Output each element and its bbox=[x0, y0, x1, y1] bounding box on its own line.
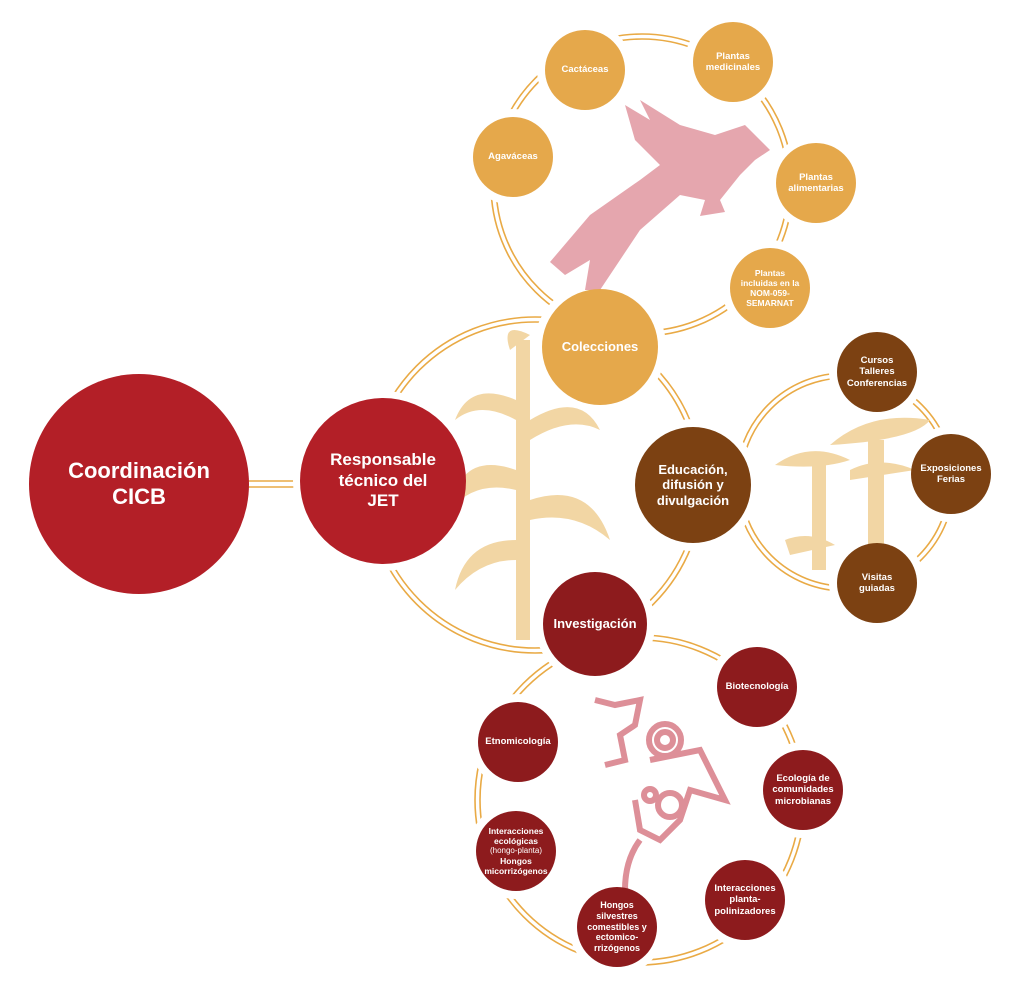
node-plantas-alimentarias: Plantas alimentarias bbox=[776, 143, 856, 223]
node-ecologia-microbiana: Ecología de comunidades microbianas bbox=[763, 750, 843, 830]
node-interacciones-ecologicas: Interacciones ecológicas (hongo-planta) … bbox=[476, 811, 556, 891]
node-label: Coordinación CICB bbox=[68, 457, 210, 509]
node-label: Investigación bbox=[553, 616, 637, 632]
node-label: Cactáceas bbox=[561, 64, 609, 76]
maize-illustration bbox=[450, 330, 610, 640]
node-interacciones-polinizadores: Interacciones planta- polinizadores bbox=[705, 860, 785, 940]
node-biotecnologia: Biotecnología bbox=[717, 647, 797, 727]
node-agavaceas: Agaváceas bbox=[473, 117, 553, 197]
node-label: Responsable técnico del JET bbox=[330, 450, 436, 511]
node-plantas-nom059: Plantas incluidas en la NOM-059- SEMARNA… bbox=[730, 248, 810, 328]
node-responsable-tecnico: Responsable técnico del JET bbox=[300, 398, 466, 564]
mushroom-illustration bbox=[775, 417, 930, 570]
node-label: Ecología de comunidades microbianas bbox=[772, 772, 834, 807]
node-coordinacion-cicb: Coordinación CICB bbox=[29, 374, 249, 594]
node-label: Etnomicología bbox=[485, 736, 551, 748]
node-note: (hongo-planta) bbox=[489, 846, 543, 856]
node-etnomicologia: Etnomicología bbox=[478, 702, 558, 782]
node-label: Plantas incluidas en la NOM-059- SEMARNA… bbox=[740, 267, 800, 309]
node-visitas-guiadas: Visitas guiadas bbox=[837, 543, 917, 623]
node-label: Plantas medicinales bbox=[705, 50, 761, 73]
node-label: Biotecnología bbox=[725, 681, 789, 693]
node-label: Hongos micorrizógenos bbox=[484, 855, 548, 876]
node-label: Interacciones ecológicas bbox=[488, 825, 544, 847]
node-plantas-medicinales: Plantas medicinales bbox=[693, 22, 773, 102]
node-cursos-talleres: Cursos Talleres Conferencias bbox=[837, 332, 917, 412]
node-educacion: Educación, difusión y divulgación bbox=[635, 427, 751, 543]
node-label: Interacciones planta- polinizadores bbox=[714, 882, 776, 917]
node-investigacion: Investigación bbox=[543, 572, 647, 676]
node-label: Colecciones bbox=[561, 339, 639, 355]
node-colecciones: Colecciones bbox=[542, 289, 658, 405]
node-hongos-silvestres: Hongos silvestres comestibles y ectomico… bbox=[577, 887, 657, 967]
bird-illustration bbox=[550, 100, 770, 290]
node-label: Agaváceas bbox=[488, 151, 538, 163]
node-cactaceas: Cactáceas bbox=[545, 30, 625, 110]
node-label: Educación, difusión y divulgación bbox=[656, 461, 730, 508]
node-label: Cursos Talleres Conferencias bbox=[846, 354, 908, 389]
fungus-line-illustration bbox=[594, 696, 731, 891]
node-label: Hongos silvestres comestibles y ectomico… bbox=[587, 900, 647, 954]
node-exposiciones-ferias: Exposiciones Ferias bbox=[911, 434, 991, 514]
node-label: Exposiciones Ferias bbox=[920, 462, 982, 485]
node-label: Plantas alimentarias bbox=[788, 171, 844, 194]
node-label: Visitas guiadas bbox=[859, 571, 895, 594]
